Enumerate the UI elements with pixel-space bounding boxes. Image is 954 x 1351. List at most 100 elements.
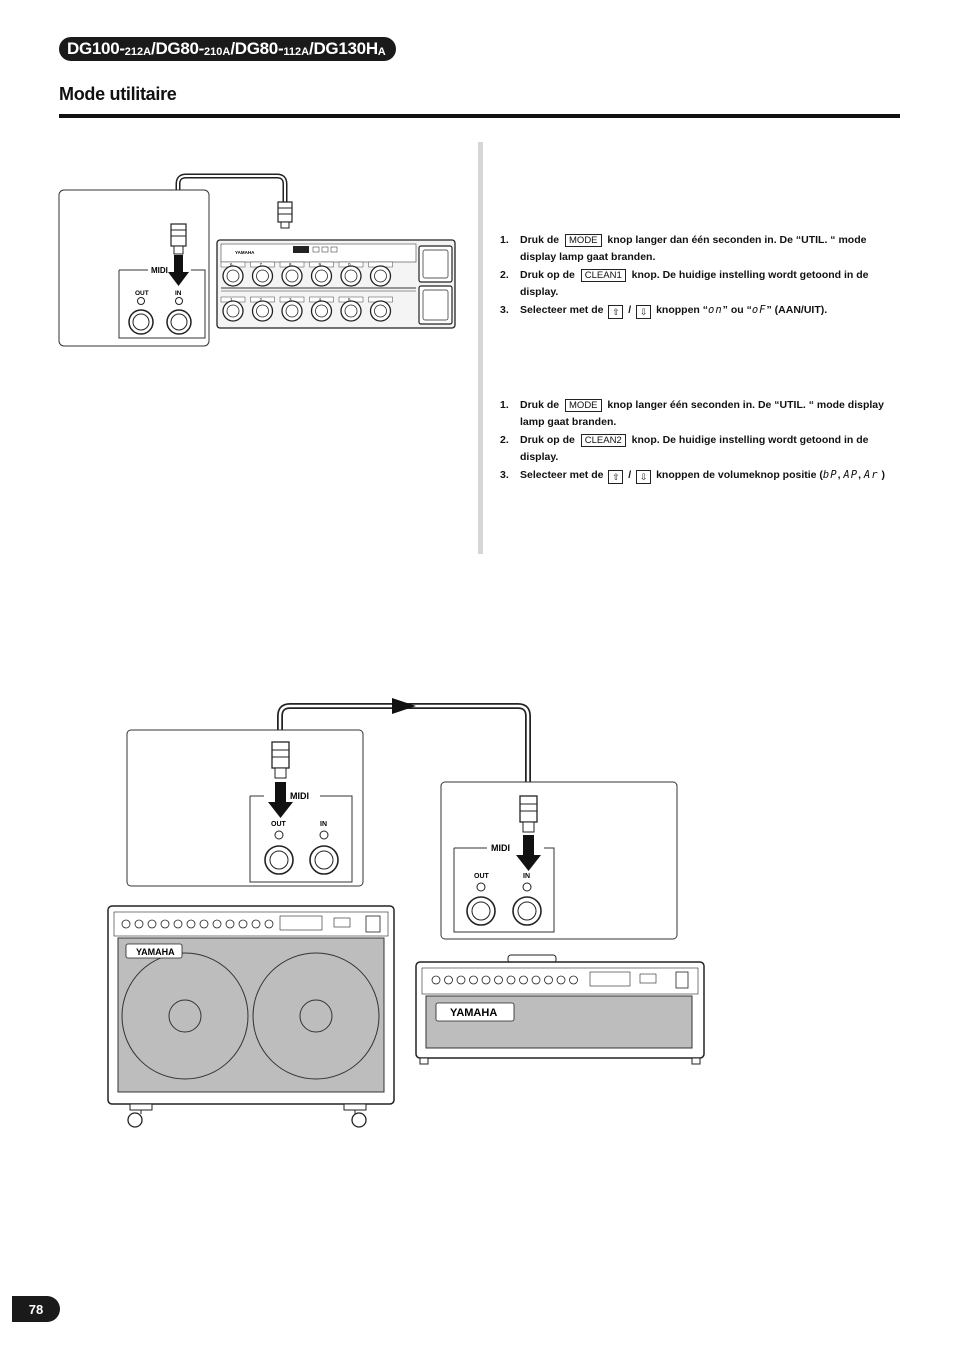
in-label: IN	[523, 873, 530, 880]
step-number: 3.	[500, 469, 509, 481]
text-segment: knop. De huidige instelling wordt getoon…	[520, 269, 869, 298]
step-text: Druk de MODE knop langer één seconden in…	[520, 397, 900, 431]
button-key-label: CLEAN1	[580, 269, 626, 282]
amp-knob	[431, 975, 441, 985]
footswitch-number: 4	[319, 297, 322, 302]
text-segment: knop langer één seconden in. De “UTIL. “…	[520, 399, 884, 428]
step-number: 2.	[500, 269, 509, 281]
midi-label: MIDI	[290, 791, 309, 801]
title-rule	[59, 114, 900, 118]
footswitch-number: 9	[319, 262, 322, 267]
down-arrow-button-icon: ⇩	[636, 470, 652, 484]
model-header-part: 212A	[124, 46, 152, 58]
in-label: IN	[175, 290, 182, 297]
instruction-step: 3. Selecteer met de ⇧ / ⇩ knoppen “on” ou…	[500, 302, 900, 319]
amp-knob	[531, 975, 541, 985]
head-midi-in-jack	[512, 896, 542, 926]
foot-controller: YAMAHA 6 7 8 9 0 1 2 3 4 5	[216, 239, 456, 329]
button-key-label: MODE	[565, 234, 602, 247]
instructions-volume-knob: 1. Druk de MODE knop langer één seconden …	[500, 397, 900, 485]
step-text: Selecteer met de ⇧ / ⇩ knoppen de volume…	[520, 467, 900, 484]
amp-knob	[444, 975, 453, 985]
footswitch-number: 0	[348, 262, 351, 267]
text-segment: knoppen de volumeknop positie (	[653, 469, 823, 481]
lcd-display-value: on	[708, 304, 723, 316]
footswitch-number: 3	[289, 297, 292, 302]
head-brand: YAMAHA	[450, 1007, 497, 1019]
out-label: OUT	[474, 873, 490, 880]
amp-knob	[456, 975, 466, 985]
text-segment: ,	[858, 469, 864, 481]
button-key-label: MODE	[565, 399, 602, 412]
amp-knob	[186, 919, 196, 929]
model-header-part: /DG130H	[309, 39, 378, 58]
amp-knob	[238, 919, 248, 929]
text-segment: ” (AAN/UIT).	[766, 304, 828, 316]
text-segment: Selecteer met de	[520, 304, 607, 316]
text-segment: knoppen “	[653, 304, 708, 316]
lcd-display-value: oF	[751, 304, 767, 316]
combo-midi-in-jack	[309, 845, 339, 875]
combo-brand: YAMAHA	[136, 947, 175, 957]
text-segment: knop langer dan één seconden in. De “UTI…	[520, 234, 867, 263]
footswitch-number: 5	[348, 297, 351, 302]
step-text: Selecteer met de ⇧ / ⇩ knoppen “on” ou “…	[520, 302, 900, 319]
amp-knob	[556, 975, 566, 985]
footswitch-number: 1	[230, 297, 233, 302]
amp-knob	[121, 919, 131, 929]
model-header-part: /DG80-	[230, 39, 284, 58]
text-segment: /	[625, 304, 635, 316]
controller-brand: YAMAHA	[235, 250, 255, 255]
in-label: IN	[320, 821, 327, 828]
amp-knob	[544, 975, 553, 985]
instruction-step: 1. Druk de MODE knop langer één seconden …	[500, 397, 900, 431]
instruction-step: 2. Druk op de CLEAN1 knop. De huidige ins…	[500, 267, 900, 301]
step-text: Druk op de CLEAN2 knop. De huidige inste…	[520, 432, 900, 466]
midi-amp-link-diagram: MIDI OUT IN MIDI OUT IN YAMAHA	[107, 698, 705, 1128]
up-arrow-button-icon: ⇧	[608, 305, 624, 319]
model-header-part: /DG80-	[151, 39, 205, 58]
amp-knob	[173, 919, 183, 929]
amp-knob	[506, 975, 516, 985]
amp-knob	[569, 975, 578, 985]
amp-knob	[160, 919, 170, 929]
amp-knob	[481, 975, 491, 985]
step-number: 1.	[500, 234, 509, 246]
amp-knob	[147, 919, 157, 929]
out-label: OUT	[135, 290, 149, 297]
step-text: Druk op de CLEAN1 knop. De huidige inste…	[520, 267, 900, 301]
model-header-part: 210A	[204, 46, 231, 58]
amp-knob	[212, 919, 222, 929]
text-segment: ” ou “	[722, 304, 752, 316]
lcd-display-value: Ar	[863, 469, 879, 481]
instructions-footswitch: 1. Druk de MODE knop langer dan één secon…	[500, 232, 900, 320]
lcd-display-value: bP	[822, 469, 838, 481]
amp-knob	[264, 919, 274, 929]
text-segment: ,	[837, 469, 844, 481]
midi-label: MIDI	[491, 843, 510, 853]
text-segment: Druk de	[520, 234, 563, 246]
text-segment: knop. De huidige instelling wordt getoon…	[520, 434, 869, 463]
step-number: 1.	[500, 399, 509, 411]
instruction-step: 3. Selecteer met de ⇧ / ⇩ knoppen de volu…	[500, 467, 900, 484]
footswitch-number: 6	[230, 262, 233, 267]
footswitch-number: 7	[260, 262, 263, 267]
combo-amplifier: YAMAHA	[107, 905, 395, 1128]
step-text: Druk de MODE knop langer dan één seconde…	[520, 232, 900, 266]
up-arrow-button-icon: ⇧	[608, 470, 624, 484]
step-number: 3.	[500, 304, 509, 316]
head-amplifier: YAMAHA	[415, 954, 705, 1065]
text-segment: Druk op de	[520, 434, 578, 446]
amp-knob	[251, 919, 261, 929]
instruction-step: 1. Druk de MODE knop langer dan één secon…	[500, 232, 900, 266]
footswitch-number: 2	[260, 297, 263, 302]
amp-knob	[134, 919, 144, 929]
lcd-display-value: AP	[843, 469, 859, 481]
model-header-part: A	[377, 46, 386, 58]
amp-knob	[519, 975, 528, 985]
text-segment: Selecteer met de	[520, 469, 607, 481]
button-key-label: CLEAN2	[580, 434, 626, 447]
footswitch-number: 8	[289, 262, 292, 267]
amp-knob	[469, 975, 478, 985]
amp-knob	[199, 919, 209, 929]
